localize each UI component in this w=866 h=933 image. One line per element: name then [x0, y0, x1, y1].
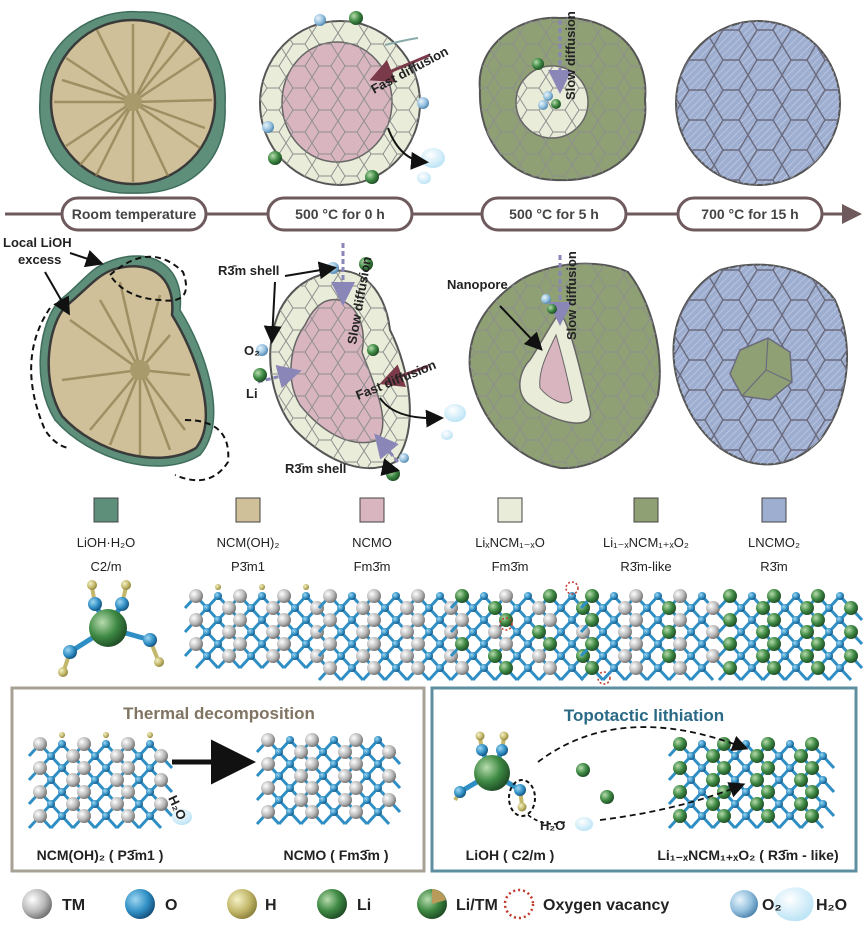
panel-title-topotactic-lithiation: Topotactic lithiation — [564, 706, 724, 725]
particle-irregular-700c-15h — [672, 263, 848, 466]
timeline — [5, 196, 862, 232]
label-local-lioh: Local LiOH — [3, 235, 72, 250]
label-r3m-shell-lower: R3̄m shell — [285, 461, 346, 476]
particle-700c-15h — [675, 20, 841, 186]
phase-group-r3m: R3̄m — [760, 559, 787, 574]
phase-name-ncmo: NCMO — [352, 535, 392, 550]
phase-group-fm3m-2: Fm3̄m — [492, 559, 529, 574]
legend-label-tm: TM — [62, 897, 85, 914]
legend-label-o: O — [165, 897, 177, 914]
label-li: Li — [246, 386, 258, 401]
label-li1xncm-r3m-like: Li₁₋ₓNCM₁₊ₓO₂ ( R3̄m - like) — [657, 847, 838, 863]
tm-atom-icon — [22, 889, 52, 919]
phase-group-r3m-like: R3̄m-like — [620, 559, 671, 574]
label-ncmo-fm3m: NCMO ( Fm3̄m ) — [284, 847, 389, 863]
phase-name-ncm-oh2: NCM(OH)₂ — [217, 535, 280, 550]
lioh-molecule-structure — [58, 580, 164, 677]
legend-label-h2o: H₂O — [816, 897, 847, 914]
o-atom-icon — [125, 889, 155, 919]
h-atom-icon — [227, 889, 257, 919]
label-slow-diffusion-mid-2: Slow diffusion — [564, 251, 579, 340]
phase-name-lixncm: LiₓNCM₁₋ₓO — [475, 535, 545, 550]
phase-group-p3m1: P3̄m1 — [231, 559, 265, 574]
panel-topotactic-lithiation — [430, 686, 858, 873]
particle-irregular-500c-0h — [253, 243, 466, 481]
label-h2o-right: H₂O — [540, 818, 565, 833]
legend-label-li: Li — [357, 897, 371, 914]
h2o-droplet-left — [172, 809, 192, 825]
crystal-structures — [27, 581, 864, 830]
label-nanopore: Nanopore — [447, 277, 508, 292]
legend-label-li-tm: Li/TM — [456, 897, 498, 914]
h2o-droplet-icon — [774, 887, 814, 922]
stage-500c-5h: 500 °C for 5 h — [509, 206, 599, 222]
phase-swatches — [93, 497, 787, 523]
particle-irregular-500c-5h — [468, 255, 661, 470]
li-tm-atom-icon — [417, 889, 447, 919]
legend-label-o2-text: O₂ — [762, 897, 782, 914]
label-ncm-oh2-p3m1: NCM(OH)₂ ( P3̄m1 ) — [37, 847, 164, 863]
label-slow-diffusion-top: Slow diffusion — [563, 11, 578, 100]
phase-name-lioh-h2o: LiOH·H₂O — [77, 535, 136, 550]
o2-molecule-icon — [730, 890, 758, 918]
particle-500c-0h — [259, 11, 445, 186]
legend-label-oxygen-vacancy: Oxygen vacancy — [543, 897, 669, 914]
atom-legend — [22, 887, 814, 922]
label-excess: excess — [18, 252, 61, 267]
phase-group-c2m: C2/m — [90, 559, 121, 574]
legend-label-h: H — [265, 897, 277, 914]
label-o2: O₂ — [244, 343, 260, 358]
phase-name-lncmo2: LNCMO₂ — [748, 535, 800, 550]
phase-group-fm3m-1: Fm3̄m — [354, 559, 391, 574]
label-lioh-c2m: LiOH ( C2/m ) — [466, 847, 555, 863]
oxygen-vacancy-icon — [503, 888, 535, 920]
phase-name-li1xncm: Li₁₋ₓNCM₁₊ₓO₂ — [603, 535, 689, 550]
lioh-molecule-lithiation — [453, 726, 749, 831]
stage-room-temperature: Room temperature — [72, 206, 197, 222]
li-atom-icon — [317, 889, 347, 919]
particle-room-temperature — [39, 10, 226, 194]
stage-700c-15h: 700 °C for 15 h — [701, 206, 798, 222]
panel-title-thermal-decomposition: Thermal decomposition — [123, 704, 315, 723]
particle-irregular-room-temperature — [30, 250, 230, 482]
particle-500c-5h — [478, 16, 647, 182]
stage-500c-0h: 500 °C for 0 h — [295, 206, 385, 222]
label-r3m-shell-upper: R3̄m shell — [218, 263, 279, 278]
panel-thermal-decomposition — [10, 686, 426, 873]
